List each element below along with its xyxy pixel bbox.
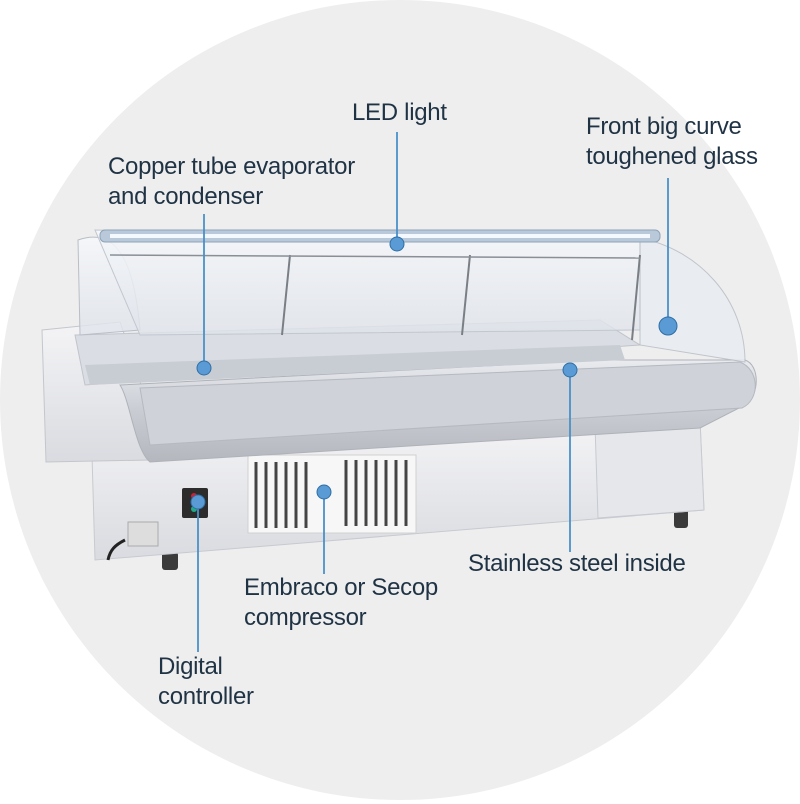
stainless-label: Stainless steel inside: [468, 550, 686, 577]
controller-dot: [190, 494, 206, 510]
glass-dot: [658, 316, 678, 336]
fridge-legs: [162, 508, 688, 570]
upper-body: [41, 321, 757, 463]
evaporator-label: Copper tube evaporator and condenser: [108, 153, 355, 210]
ventilation-grille: [254, 460, 408, 528]
evaporator-dot: [196, 360, 212, 376]
led-light-label: LED light: [352, 99, 447, 126]
compressor-dot: [316, 484, 332, 500]
compressor-label: Embraco or Secop compressor: [244, 574, 438, 631]
controller-label: Digital controller: [158, 653, 254, 710]
stainless-dot: [562, 362, 578, 378]
glass-canopy: [77, 229, 746, 363]
glass-label: Front big curve toughened glass: [586, 113, 758, 170]
led-light-dot: [389, 236, 405, 252]
